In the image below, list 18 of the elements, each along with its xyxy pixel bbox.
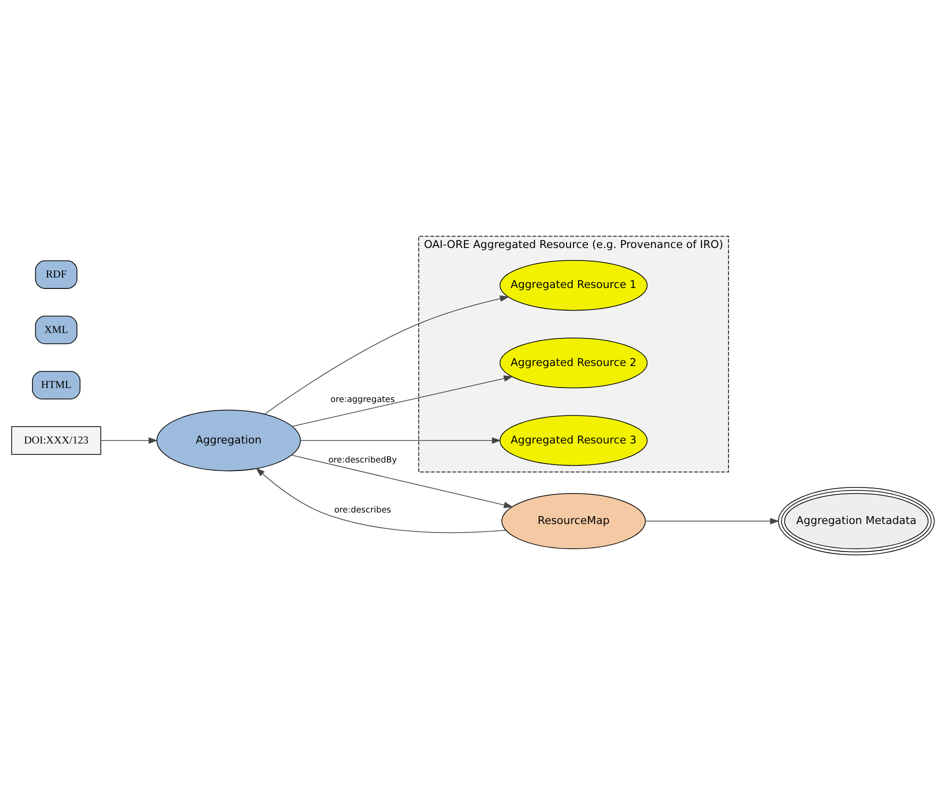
arrow — [292, 375, 514, 427]
arrow — [300, 437, 502, 444]
node-ellipse: Aggregation — [156, 410, 301, 472]
node-ellipse: Aggregated Resource 2 — [500, 338, 648, 388]
arrow — [100, 437, 158, 444]
edge-label: ore:aggregates — [330, 394, 395, 404]
node-box: DOI:XXX/123 — [11, 426, 102, 455]
node-ellipse: Aggregated Resource 3 — [500, 415, 648, 466]
node-box: RDF — [35, 260, 78, 289]
node-ellipse: Aggregation Metadata — [778, 486, 935, 556]
arrow — [645, 518, 780, 524]
edge-label: ore:describes — [334, 504, 392, 515]
node-box: HTML — [32, 371, 80, 400]
edge-label: ore:describedBy — [328, 454, 397, 465]
arrow — [291, 454, 514, 508]
arrow — [264, 295, 510, 415]
node-box: XML — [35, 316, 78, 344]
arrow — [256, 468, 506, 534]
